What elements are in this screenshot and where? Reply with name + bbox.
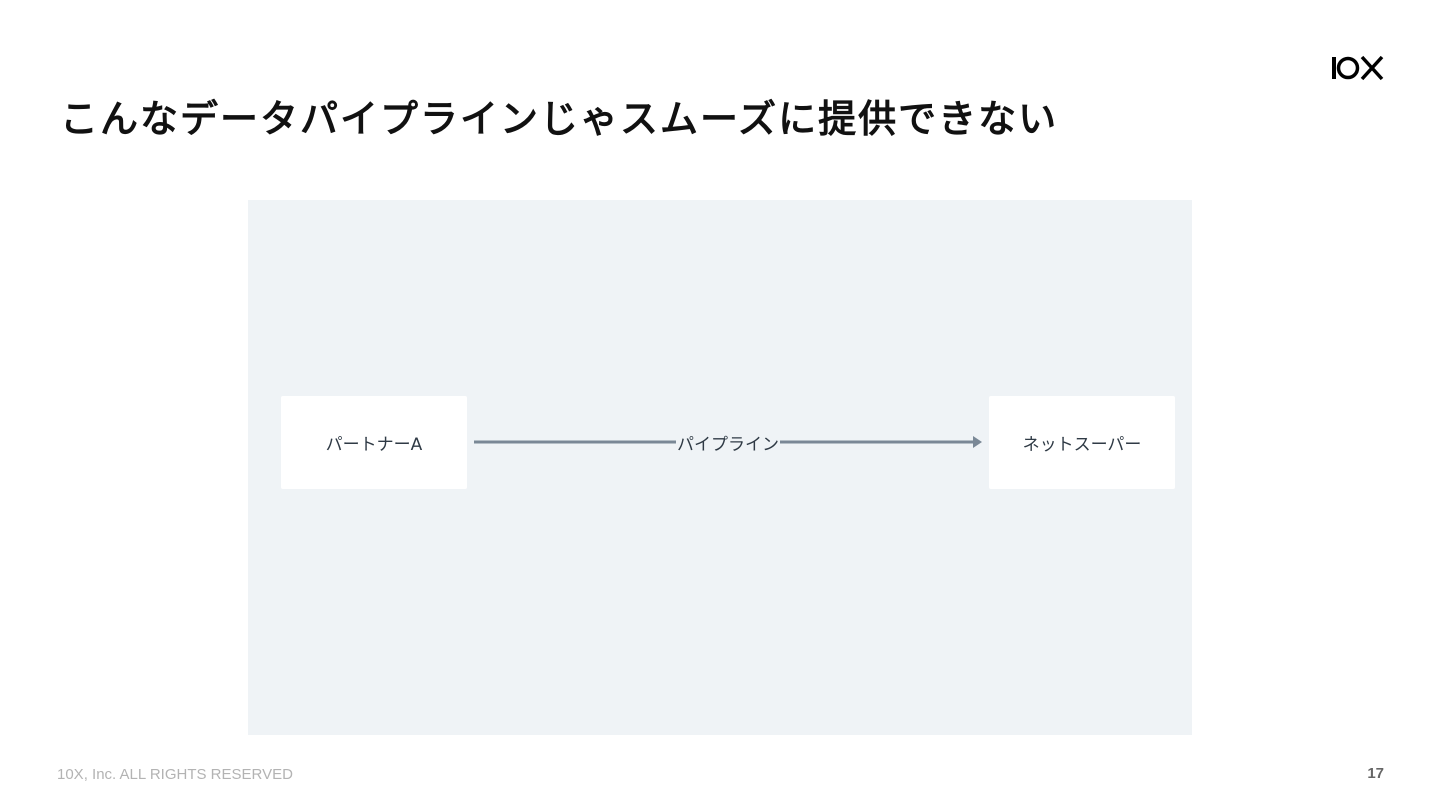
logo	[1330, 54, 1386, 82]
node-partner-a: パートナーA	[281, 396, 467, 489]
node-partner-a-label: パートナーA	[325, 435, 423, 455]
diagram-canvas: パートナーA パイプライン ネットスーパー	[248, 200, 1192, 735]
logo-10x-icon	[1332, 55, 1384, 81]
node-net-super: ネットスーパー	[989, 396, 1175, 489]
footer-copyright: 10X, Inc. ALL RIGHTS RESERVED	[57, 766, 293, 783]
edge-label-pipeline: パイプライン	[676, 430, 780, 455]
slide-title: こんなデータパイプラインじゃスムーズに提供できない	[60, 97, 1059, 141]
node-net-super-label: ネットスーパー	[1022, 435, 1142, 455]
page-number: 17	[1367, 765, 1384, 782]
